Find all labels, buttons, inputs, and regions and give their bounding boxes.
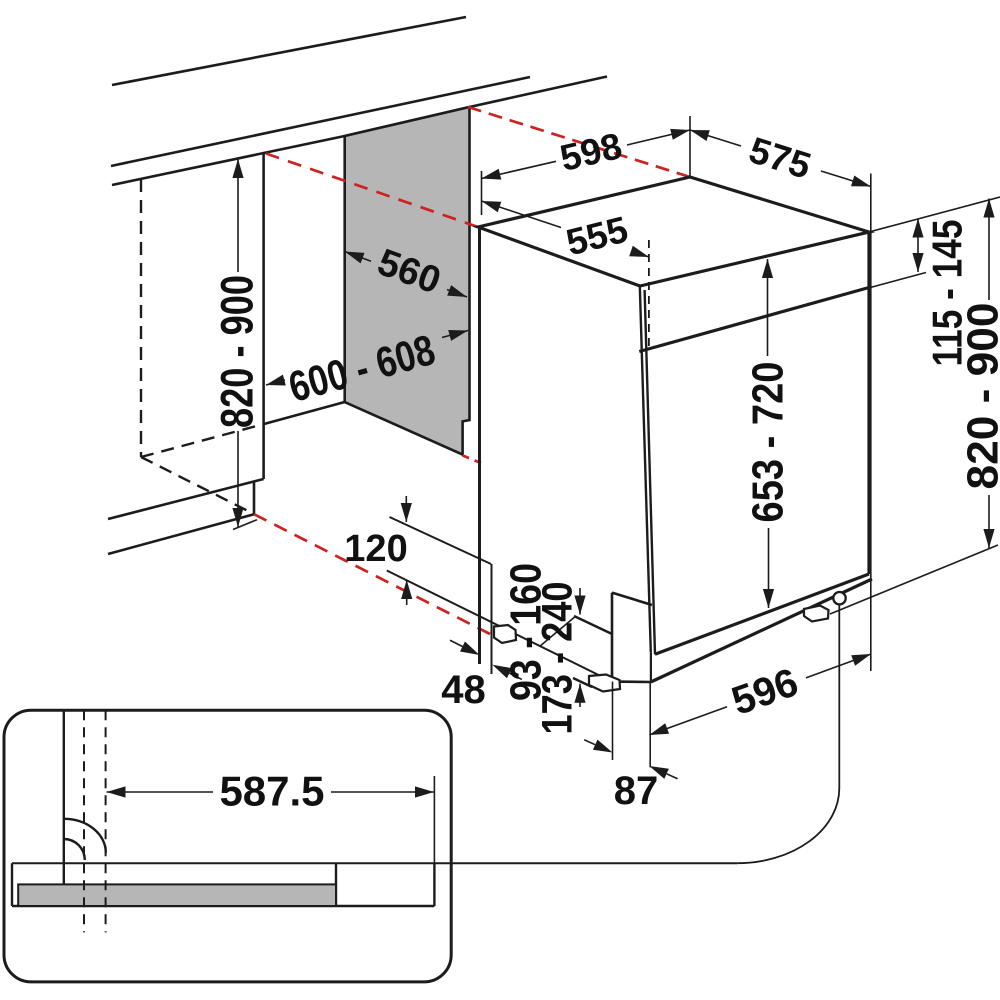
svg-text:820 - 900: 820 - 900 [212,275,263,428]
svg-text:820 - 900: 820 - 900 [959,303,1000,490]
svg-text:87: 87 [614,769,659,813]
svg-text:120: 120 [344,528,407,570]
svg-text:93 - 160: 93 - 160 [502,563,551,701]
svg-text:173 - 240: 173 - 240 [534,582,582,735]
svg-text:653 - 720: 653 - 720 [744,362,793,523]
svg-text:587.5: 587.5 [219,768,324,815]
svg-text:48: 48 [441,668,486,712]
svg-text:115 - 145: 115 - 145 [924,220,971,367]
